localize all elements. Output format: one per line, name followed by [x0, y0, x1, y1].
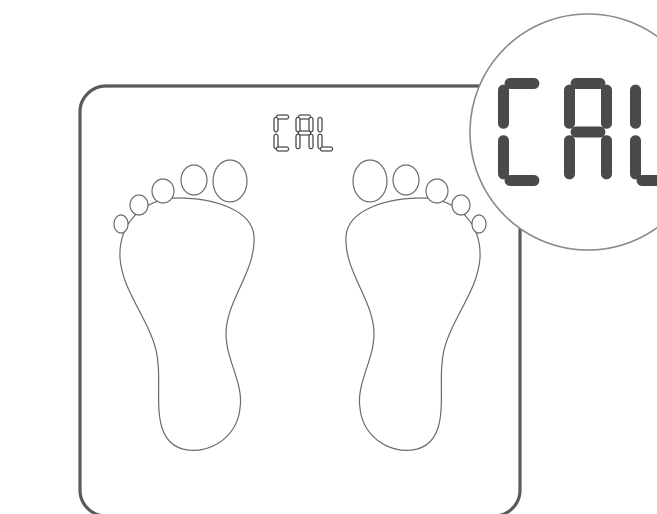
segment-a-e [564, 135, 575, 180]
zoom-display-segments [498, 78, 657, 186]
segment-c-f [273, 116, 279, 133]
left-toe-4 [129, 194, 149, 216]
scale-platform [78, 84, 522, 514]
display-zoom-callout: CAL [469, 13, 657, 251]
segment-a-e [295, 133, 301, 150]
segment-c-e [498, 135, 509, 180]
segment-a-f [564, 84, 575, 129]
segment-a-g [297, 130, 312, 136]
right-toe-3 [425, 178, 449, 204]
segment-a-b [601, 84, 612, 129]
scale-display-segments [273, 114, 334, 152]
segment-a-c [308, 133, 314, 150]
left-toe-2 [180, 164, 208, 196]
segment-l-d [636, 175, 657, 186]
segment-l-f [630, 84, 641, 129]
left-toe-5 [113, 214, 129, 234]
segment-a-c [601, 135, 612, 180]
segment-c-a [504, 78, 540, 89]
right-toe-2 [392, 164, 420, 196]
right-footprint [345, 159, 487, 451]
scale-display: CAL [270, 114, 342, 163]
segment-a-g [570, 126, 606, 138]
zoom-circle [469, 13, 657, 251]
segment-c-f [498, 84, 509, 129]
left-toe-1 [212, 159, 248, 203]
left-footprint [113, 159, 255, 451]
segment-a-a [570, 78, 606, 89]
segment-a-b [308, 116, 314, 133]
right-toe-1 [352, 159, 388, 203]
segment-c-d [275, 146, 290, 152]
segment-c-d [504, 175, 540, 186]
right-toe-5 [471, 214, 487, 234]
segment-l-e [630, 135, 641, 180]
segment-l-f [317, 116, 323, 133]
scale-display-text: CAL [270, 117, 342, 163]
segment-a-f [295, 116, 301, 133]
right-toe-4 [451, 194, 471, 216]
segment-l-d [319, 146, 334, 152]
segment-c-e [273, 133, 279, 150]
left-toe-3 [151, 178, 175, 204]
segment-l-e [317, 133, 323, 150]
